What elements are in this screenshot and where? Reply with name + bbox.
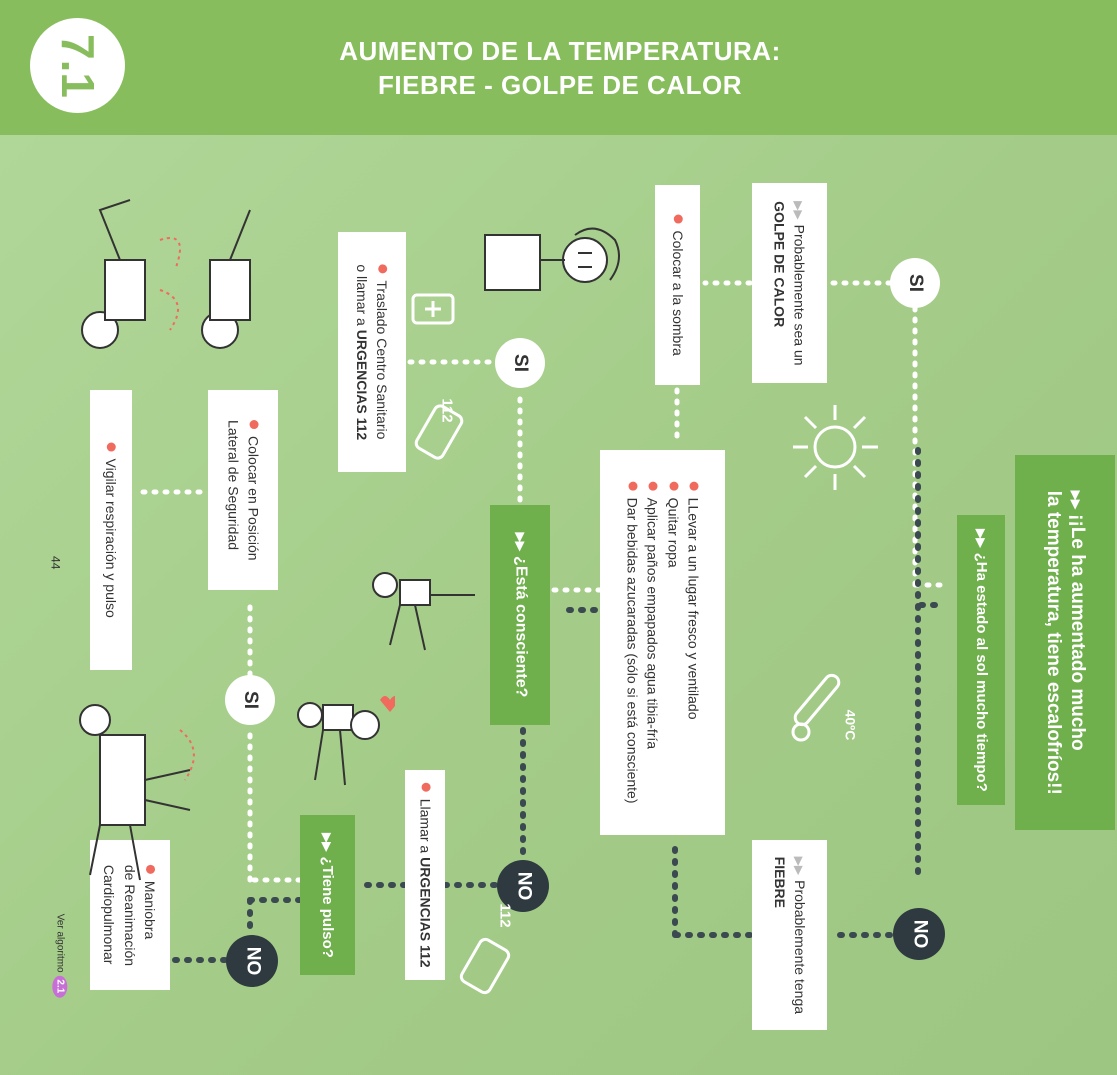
monitor-box: Vigilar respiración y pulso <box>90 390 132 670</box>
transfer-emergency: URGENCIAS 112 <box>354 329 370 440</box>
fever-label: FIEBRE <box>771 856 788 908</box>
transfer-line2: o llamar a <box>354 264 370 330</box>
see-algorithm[interactable]: Ver algoritmo 2.1 <box>45 890 75 1020</box>
sun-icon <box>793 405 878 490</box>
yes-label: SI <box>904 274 926 292</box>
no-circle-conscious: NO <box>497 860 549 912</box>
no-circle-sun: NO <box>893 908 945 960</box>
no-label: NO <box>513 871 534 901</box>
phone-icon <box>414 404 464 460</box>
pulse-question: ▶▶¿Tiene pulso? <box>300 815 355 975</box>
thermometer-label: 40ºC <box>841 709 858 741</box>
conscious-question-text: ¿Está consciente? <box>512 556 529 698</box>
cpr-box: Maniobra de Reanimación Cardiopulmonar <box>90 840 170 990</box>
phone-number: 112 <box>496 902 514 928</box>
recovery-position-illustration <box>81 199 251 349</box>
heatstroke-prefix: Probablemente sea un <box>791 224 808 366</box>
conscious-question: ▶▶¿Está consciente? <box>490 505 550 725</box>
header-bar: 7.1 AUMENTO DE LA TEMPERATURA: FIEBRE - … <box>0 0 1117 135</box>
person-shade-illustration <box>484 227 620 291</box>
phone-number: 112 <box>438 397 456 423</box>
main-question: ▶▶¡¡Le ha aumentado mucho la temperatura… <box>1015 455 1115 830</box>
no-label: NO <box>909 919 930 949</box>
recovery-position-box: Colocar en Posición Lateral de Seguridad <box>208 390 278 590</box>
yes-label: SI <box>239 691 261 709</box>
yes-circle-sun: SI <box>890 258 940 308</box>
recovery-line1: Colocar en Posición <box>245 435 262 561</box>
fever-prefix: Probablemente tenga <box>791 879 808 1014</box>
cpr-illustration <box>79 704 195 881</box>
yes-circle-conscious: SI <box>495 338 545 388</box>
page-number: 44 <box>48 556 63 570</box>
phone-icon <box>459 937 511 995</box>
sun-question: ▶▶¿Ha estado al sol mucho tiempo? <box>957 515 1005 805</box>
transfer-line1: Traslado Centro Sanitario <box>374 280 391 440</box>
thermometer-icon <box>791 673 841 742</box>
page-title-line2: FIEBRE - GOLPE DE CALOR <box>378 70 742 100</box>
page-title-line1: AUMENTO DE LA TEMPERATURA: <box>339 36 781 66</box>
action-item: LLevar a un lugar fresco y ventilado <box>683 481 703 804</box>
algorithm-ref-badge[interactable]: 2.1 <box>52 974 68 997</box>
action-item: Dar bebidas azucaradas (sólo si está con… <box>622 481 642 803</box>
heatstroke-label: GOLPE DE CALOR <box>771 200 788 327</box>
consciousness-check-illustration <box>372 572 475 651</box>
see-algorithm-text: Ver algoritmo <box>54 913 66 973</box>
transfer-box: Traslado Centro Sanitario o llamar a URG… <box>338 232 406 472</box>
call-prefix: Llamar a <box>417 798 434 857</box>
pulse-question-text: ¿Tiene pulso? <box>319 856 336 958</box>
call-emergency-box: Llamar a URGENCIAS 112 <box>405 770 445 980</box>
actions-box: LLevar a un lugar fresco y ventilado Qui… <box>600 450 725 835</box>
no-label: NO <box>242 946 263 976</box>
main-question-line2: la temperatura, tiene escalofríos!! <box>1043 490 1065 795</box>
main-question-line1: ¡¡Le ha aumentado mucho <box>1066 513 1088 751</box>
fever-box: ▶▶Probablemente tenga FIEBRE <box>752 840 827 1030</box>
no-circle-pulse: NO <box>226 935 278 987</box>
recovery-line2: Lateral de Seguridad <box>225 419 242 550</box>
action-item: Quitar ropa <box>663 481 683 804</box>
call-emergency: URGENCIAS 112 <box>417 856 434 968</box>
shade-text: Colocar a la sombra <box>669 230 686 356</box>
yes-circle-pulse: SI <box>225 675 275 725</box>
section-badge: 7.1 <box>30 18 125 113</box>
monitor-text: Vigilar respiración y pulso <box>103 458 120 618</box>
ambulance-icon <box>411 293 455 325</box>
sun-question-text: ¿Ha estado al sol mucho tiempo? <box>972 552 990 792</box>
heatstroke-box: ▶▶Probablemente sea un GOLPE DE CALOR <box>752 183 827 383</box>
pulse-check-illustration <box>297 696 395 786</box>
shade-box: Colocar a la sombra <box>655 185 700 385</box>
action-item: Aplicar paños empapados agua tibia-fría <box>642 481 662 804</box>
yes-label: SI <box>509 354 531 372</box>
